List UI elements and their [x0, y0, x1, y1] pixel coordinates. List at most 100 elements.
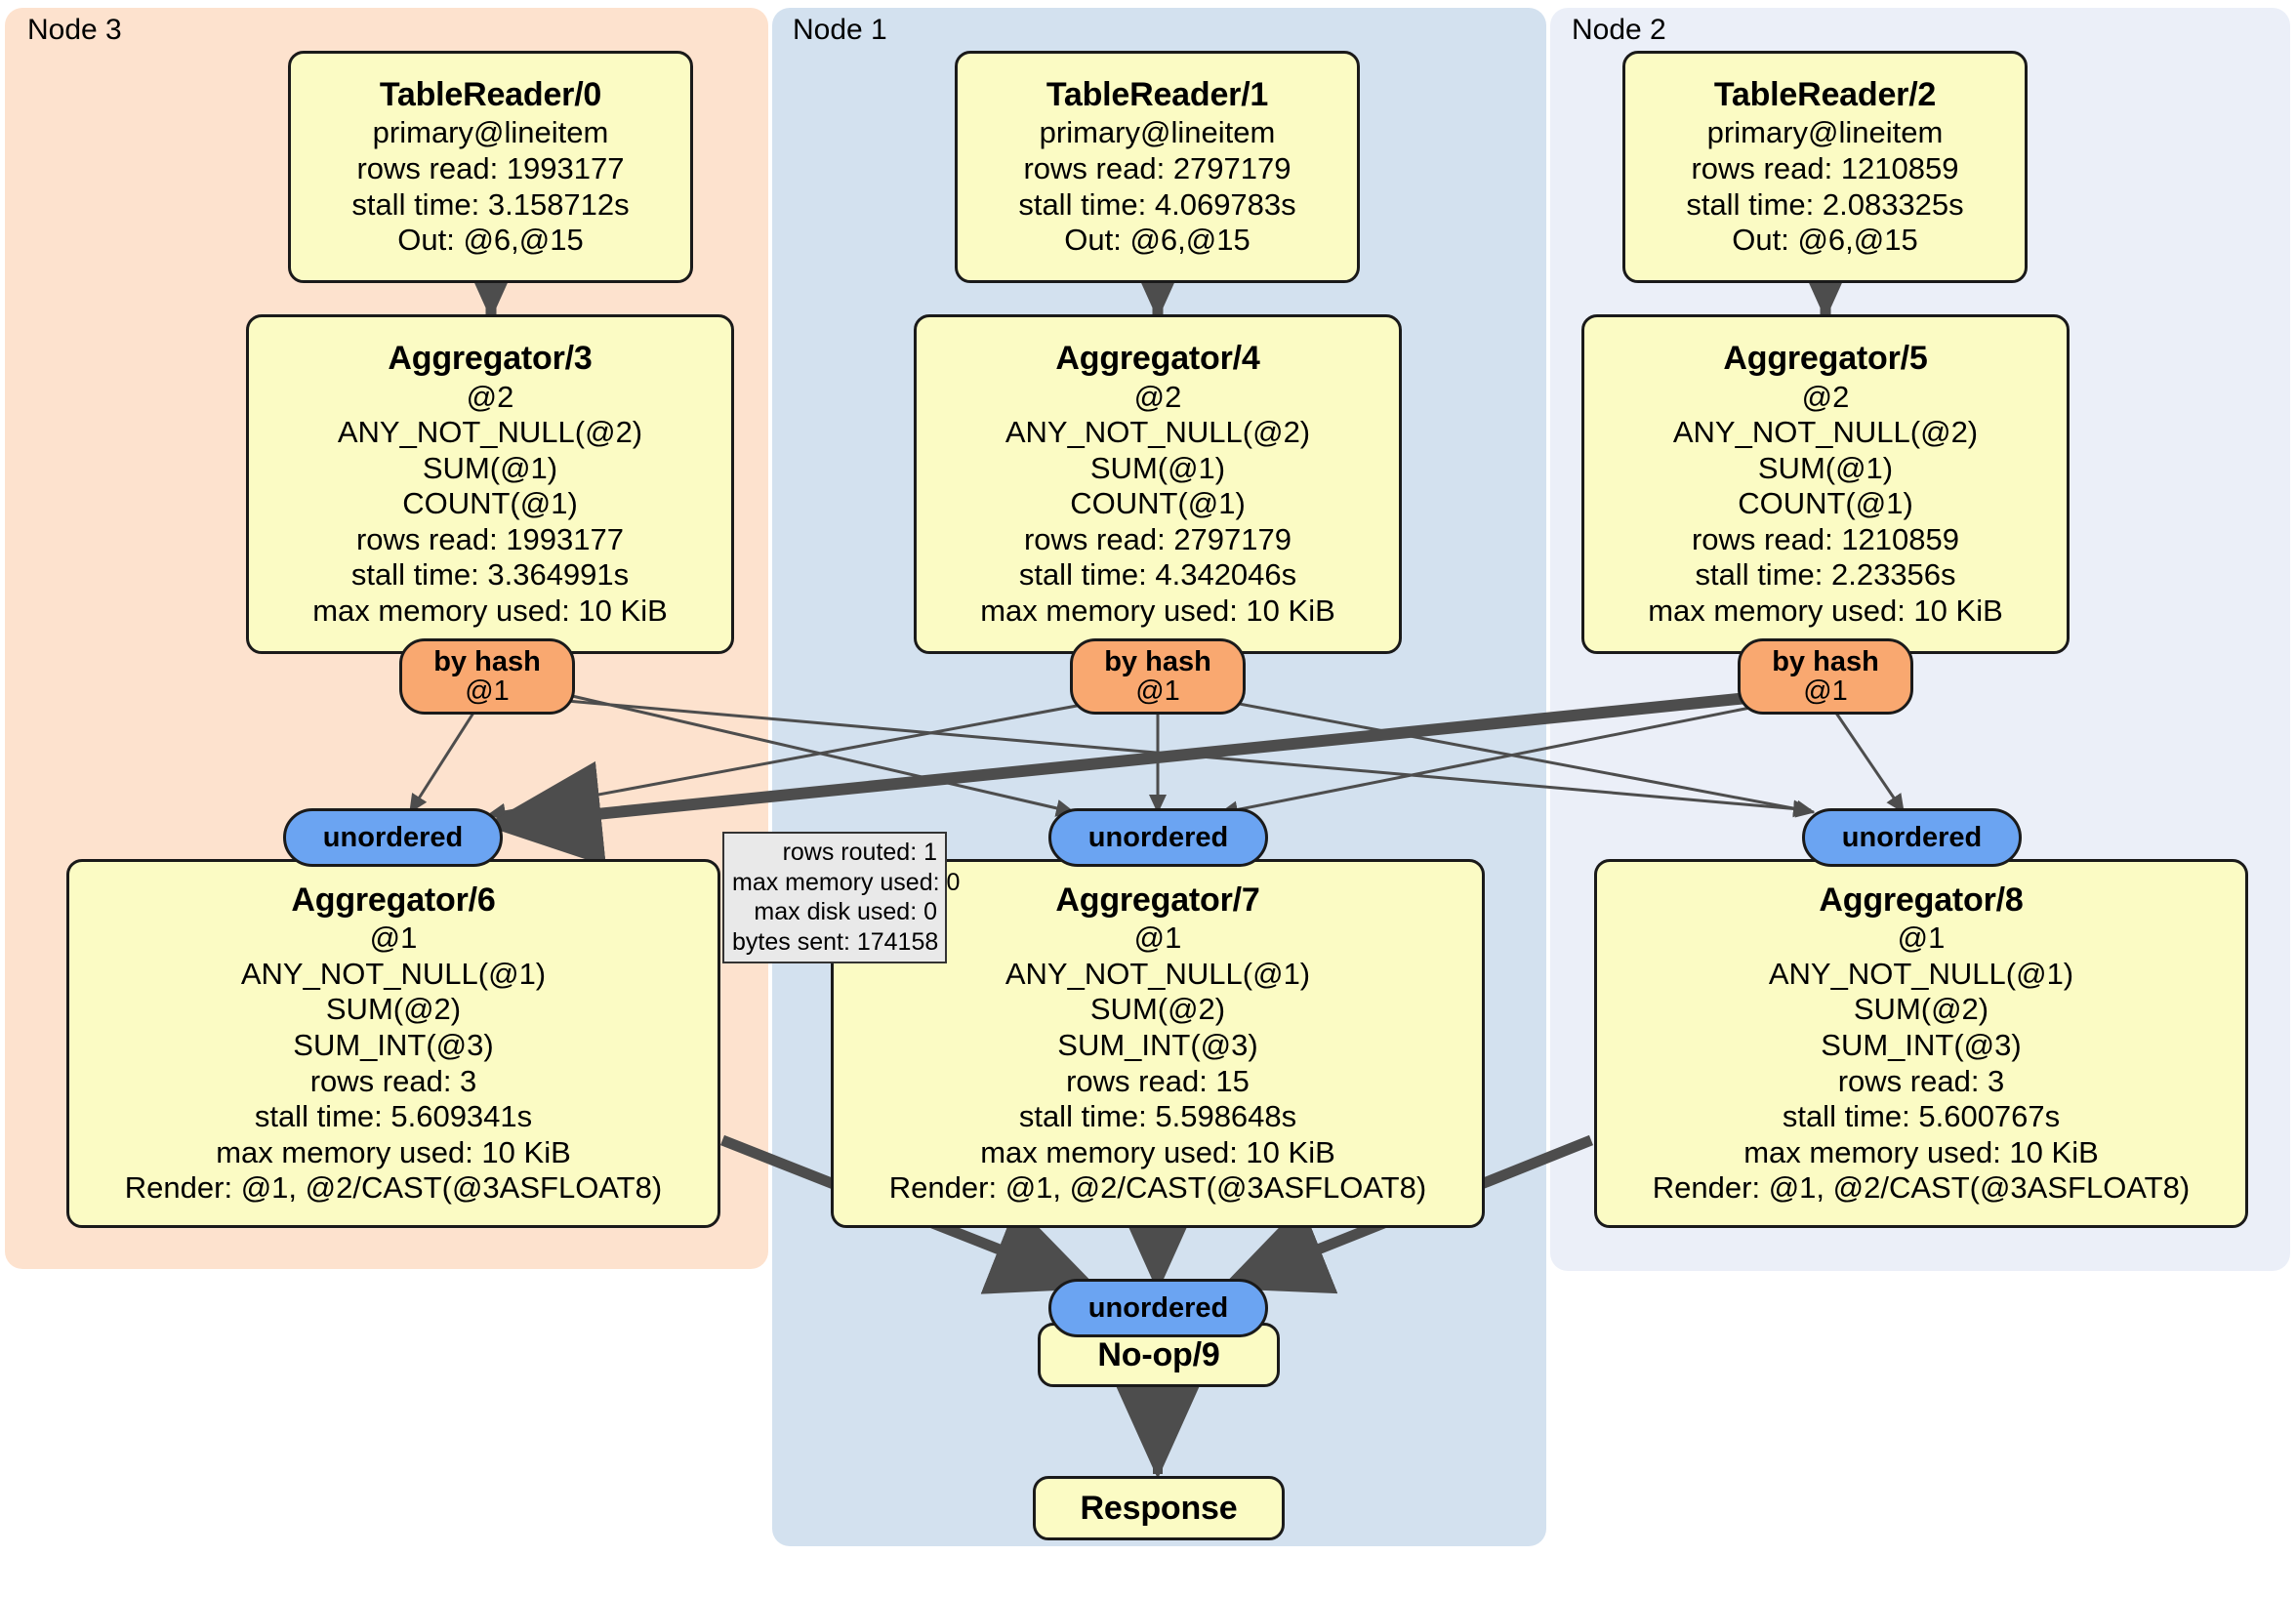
operator-detail: Out: @6,@15 [397, 223, 584, 258]
operator-detail: @2 [1133, 379, 1182, 414]
operator-detail: stall time: 4.069783s [1018, 186, 1296, 222]
stats-line: bytes sent: 174158 [732, 927, 939, 956]
router-label: by hash [1104, 645, 1211, 677]
operator-detail: max memory used: 10 KiB [216, 1134, 571, 1169]
operator-detail: ANY_NOT_NULL(@2) [1004, 415, 1311, 450]
router-column: @1 [1135, 676, 1180, 707]
operator-detail: @2 [466, 379, 514, 414]
stats-line: rows routed: 1 [782, 839, 937, 866]
router-label: by hash [433, 645, 541, 677]
operator-detail: rows read: 1210859 [1691, 521, 1960, 556]
operator-title: Aggregator/6 [291, 881, 496, 920]
router-unordered-final[interactable]: unordered [1048, 1279, 1268, 1337]
router-by-hash-node-1[interactable]: by hash @1 [1070, 638, 1246, 715]
operator-detail: ANY_NOT_NULL(@1) [240, 956, 547, 991]
operator-detail: primary@lineitem [372, 115, 609, 150]
operator-title: Aggregator/4 [1055, 340, 1260, 378]
operator-detail: SUM(@2) [1089, 992, 1226, 1027]
operator-detail: rows read: 1993177 [356, 150, 625, 185]
operator-detail: primary@lineitem [1039, 115, 1276, 150]
operator-title: Aggregator/5 [1723, 340, 1928, 378]
operator-detail: stall time: 5.600767s [1782, 1099, 2061, 1134]
operator-detail: COUNT(@1) [1070, 486, 1246, 521]
operator-detail: SUM(@2) [1853, 992, 1989, 1027]
operator-detail: stall time: 3.158712s [351, 186, 630, 222]
operator-detail: Out: @6,@15 [1064, 223, 1250, 258]
operator-detail: SUM_INT(@3) [1821, 1027, 2022, 1062]
stats-line: max memory used: 0 [732, 868, 961, 896]
operator-detail: @1 [1897, 921, 1946, 956]
operator-detail: Render: @1, @2/CAST(@3ASFLOAT8) [124, 1170, 663, 1206]
operator-detail: ANY_NOT_NULL(@1) [1768, 956, 2074, 991]
operator-detail: ANY_NOT_NULL(@1) [1004, 956, 1311, 991]
operator-aggregator-5[interactable]: Aggregator/5 @2 ANY_NOT_NULL(@2) SUM(@1)… [1581, 314, 2070, 654]
router-unordered-node-1[interactable]: unordered [1048, 808, 1268, 867]
router-label: unordered [1841, 821, 1983, 853]
operator-detail: max memory used: 10 KiB [1648, 594, 2003, 628]
operator-title: Aggregator/7 [1055, 881, 1260, 920]
operator-detail: rows read: 1210859 [1691, 150, 1959, 185]
operator-detail: max memory used: 10 KiB [1743, 1134, 2099, 1169]
operator-detail: rows read: 15 [1066, 1063, 1250, 1098]
operator-detail: max memory used: 10 KiB [980, 1134, 1335, 1169]
operator-detail: max memory used: 10 KiB [312, 594, 668, 628]
operator-detail: SUM(@1) [1089, 450, 1226, 485]
operator-detail: SUM(@1) [1757, 450, 1894, 485]
operator-detail: SUM(@1) [422, 450, 558, 485]
operator-detail: SUM_INT(@3) [1057, 1027, 1258, 1062]
operator-detail: max memory used: 10 KiB [980, 594, 1335, 628]
operator-detail: COUNT(@1) [402, 486, 578, 521]
operator-detail: stall time: 4.342046s [1018, 557, 1297, 593]
operator-detail: stall time: 5.609341s [254, 1099, 533, 1134]
operator-title: TableReader/0 [379, 76, 602, 114]
operator-detail: primary@lineitem [1706, 115, 1944, 150]
operator-detail: Render: @1, @2/CAST(@3ASFLOAT8) [1652, 1170, 2191, 1206]
router-column: @1 [1803, 676, 1848, 707]
operator-aggregator-4[interactable]: Aggregator/4 @2 ANY_NOT_NULL(@2) SUM(@1)… [914, 314, 1402, 654]
operator-title: No-op/9 [1097, 1335, 1220, 1373]
cluster-label-node-3: Node 3 [27, 14, 122, 46]
operator-title: TableReader/1 [1046, 76, 1269, 114]
router-label: unordered [1087, 1291, 1229, 1324]
operator-aggregator-3[interactable]: Aggregator/3 @2 ANY_NOT_NULL(@2) SUM(@1)… [246, 314, 734, 654]
operator-detail: rows read: 2797179 [1023, 150, 1292, 185]
operator-detail: Render: @1, @2/CAST(@3ASFLOAT8) [888, 1170, 1427, 1206]
router-label: by hash [1772, 645, 1879, 677]
operator-detail: rows read: 3 [309, 1063, 477, 1098]
operator-detail: @1 [1133, 921, 1182, 956]
operator-detail: ANY_NOT_NULL(@2) [337, 415, 643, 450]
router-by-hash-node-2[interactable]: by hash @1 [1738, 638, 1913, 715]
operator-table-reader-0[interactable]: TableReader/0 primary@lineitem rows read… [288, 51, 693, 283]
operator-response[interactable]: Response [1033, 1476, 1285, 1540]
router-column: @1 [465, 676, 510, 707]
operator-detail: stall time: 5.598648s [1018, 1099, 1297, 1134]
router-by-hash-node-3[interactable]: by hash @1 [399, 638, 575, 715]
operator-detail: stall time: 2.083325s [1686, 186, 1964, 222]
operator-detail: SUM_INT(@3) [293, 1027, 494, 1062]
cluster-label-node-2: Node 2 [1572, 14, 1666, 46]
operator-title: Aggregator/3 [388, 340, 593, 378]
operator-detail: @1 [369, 921, 418, 956]
operator-detail: @2 [1801, 379, 1850, 414]
router-unordered-node-3[interactable]: unordered [283, 808, 503, 867]
operator-detail: rows read: 3 [1837, 1063, 2005, 1098]
operator-aggregator-8[interactable]: Aggregator/8 @1 ANY_NOT_NULL(@1) SUM(@2)… [1594, 859, 2248, 1228]
router-unordered-node-2[interactable]: unordered [1802, 808, 2022, 867]
operator-aggregator-6[interactable]: Aggregator/6 @1 ANY_NOT_NULL(@1) SUM(@2)… [66, 859, 720, 1228]
operator-detail: SUM(@2) [325, 992, 462, 1027]
cluster-label-node-1: Node 1 [793, 14, 887, 46]
operator-title: Response [1080, 1489, 1238, 1527]
operator-table-reader-2[interactable]: TableReader/2 primary@lineitem rows read… [1622, 51, 2028, 283]
operator-detail: rows read: 2797179 [1023, 521, 1292, 556]
operator-detail: COUNT(@1) [1738, 486, 1913, 521]
router-stats-tooltip: rows routed: 1 max memory used: 0 max di… [722, 832, 961, 963]
operator-title: Aggregator/8 [1819, 881, 2024, 920]
operator-detail: stall time: 3.364991s [350, 557, 630, 593]
operator-detail: Out: @6,@15 [1732, 223, 1918, 258]
operator-title: TableReader/2 [1713, 76, 1937, 114]
operator-detail: stall time: 2.23356s [1695, 557, 1956, 593]
operator-table-reader-1[interactable]: TableReader/1 primary@lineitem rows read… [955, 51, 1360, 283]
router-label: unordered [1087, 821, 1229, 853]
operator-detail: rows read: 1993177 [355, 521, 625, 556]
